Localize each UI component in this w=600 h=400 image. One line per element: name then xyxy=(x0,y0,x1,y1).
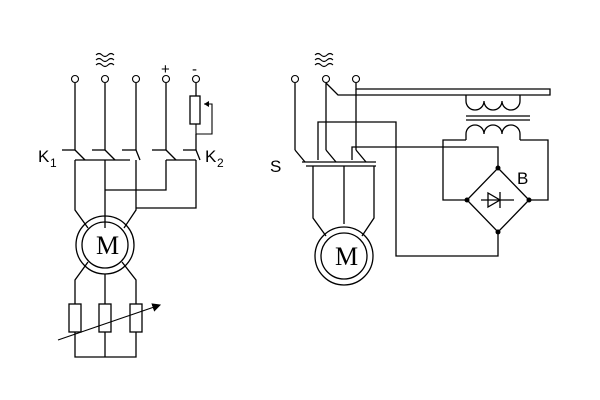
switch-s xyxy=(294,149,376,167)
ac-supply-symbol-left xyxy=(95,52,115,68)
variable-resistor-dc xyxy=(189,95,213,150)
minus-sign: - xyxy=(192,61,197,78)
motor-right-label: M xyxy=(335,242,358,271)
ac-supply-symbol-right xyxy=(314,52,334,68)
supply-terminals-left xyxy=(70,74,201,84)
plus-sign: + xyxy=(161,61,170,78)
supply-terminals-right xyxy=(290,74,361,84)
contactor-k2-index: 2 xyxy=(217,156,224,170)
motor-left-label: M xyxy=(96,231,119,260)
transformer xyxy=(442,95,549,201)
contactor-k1 xyxy=(62,149,141,161)
rectifier-label: B xyxy=(517,169,528,188)
dc-output-wires xyxy=(317,121,499,257)
rotor-wires-left xyxy=(74,261,137,304)
motor-feed-wires-right xyxy=(312,166,375,237)
contactor-k2 xyxy=(152,149,201,161)
rotor-rheostat xyxy=(57,303,162,358)
supply-lines-left xyxy=(74,83,197,150)
left-circuit: + - K 1 xyxy=(38,52,224,358)
contactor-k2-letter: K xyxy=(205,147,217,166)
switch-s-label: S xyxy=(270,157,281,176)
motor-feed-wires-left xyxy=(74,160,197,229)
right-circuit: B S M xyxy=(270,52,551,286)
motor-right xyxy=(314,226,374,286)
contactor-k1-index: 1 xyxy=(50,156,57,170)
supply-lines-right xyxy=(294,83,357,150)
transformer-feed xyxy=(325,82,551,96)
contactor-k1-letter: K xyxy=(38,147,50,166)
